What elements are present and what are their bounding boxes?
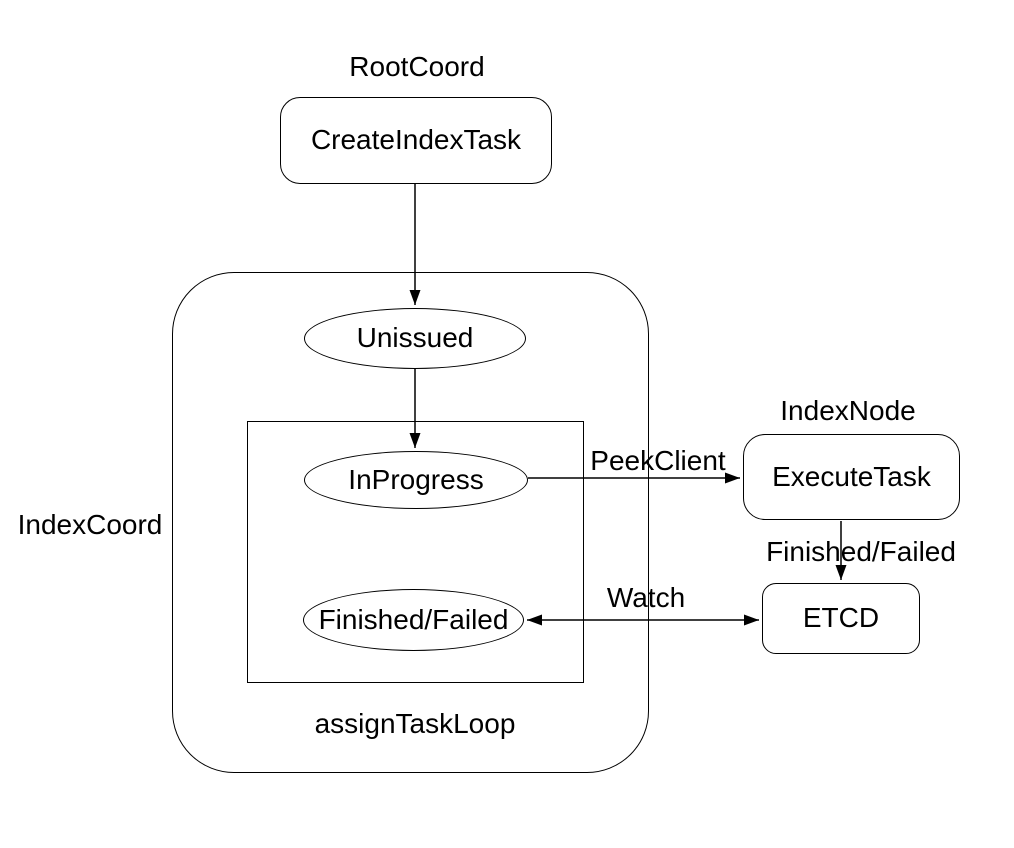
createindextask-node: CreateIndexTask	[280, 97, 552, 184]
indexcoord-container	[172, 272, 649, 773]
watch-edge-label: Watch	[606, 582, 686, 613]
assigntaskloop-label: assignTaskLoop	[314, 708, 516, 739]
indexnode-label: IndexNode	[780, 395, 916, 426]
finishedfailed-edge-label: Finished/Failed	[766, 536, 956, 567]
inprogress-state-node: InProgress	[304, 451, 528, 509]
peekclient-edge-label: PeekClient	[590, 445, 726, 476]
executetask-node: ExecuteTask	[743, 434, 960, 520]
etcd-node: ETCD	[762, 583, 920, 654]
indexcoord-label: IndexCoord	[17, 509, 163, 540]
unissued-state-node: Unissued	[304, 308, 526, 369]
assigntaskloop-container	[247, 421, 584, 683]
rootcoord-label: RootCoord	[349, 51, 485, 82]
finishedfailed-state-node: Finished/Failed	[303, 589, 524, 651]
